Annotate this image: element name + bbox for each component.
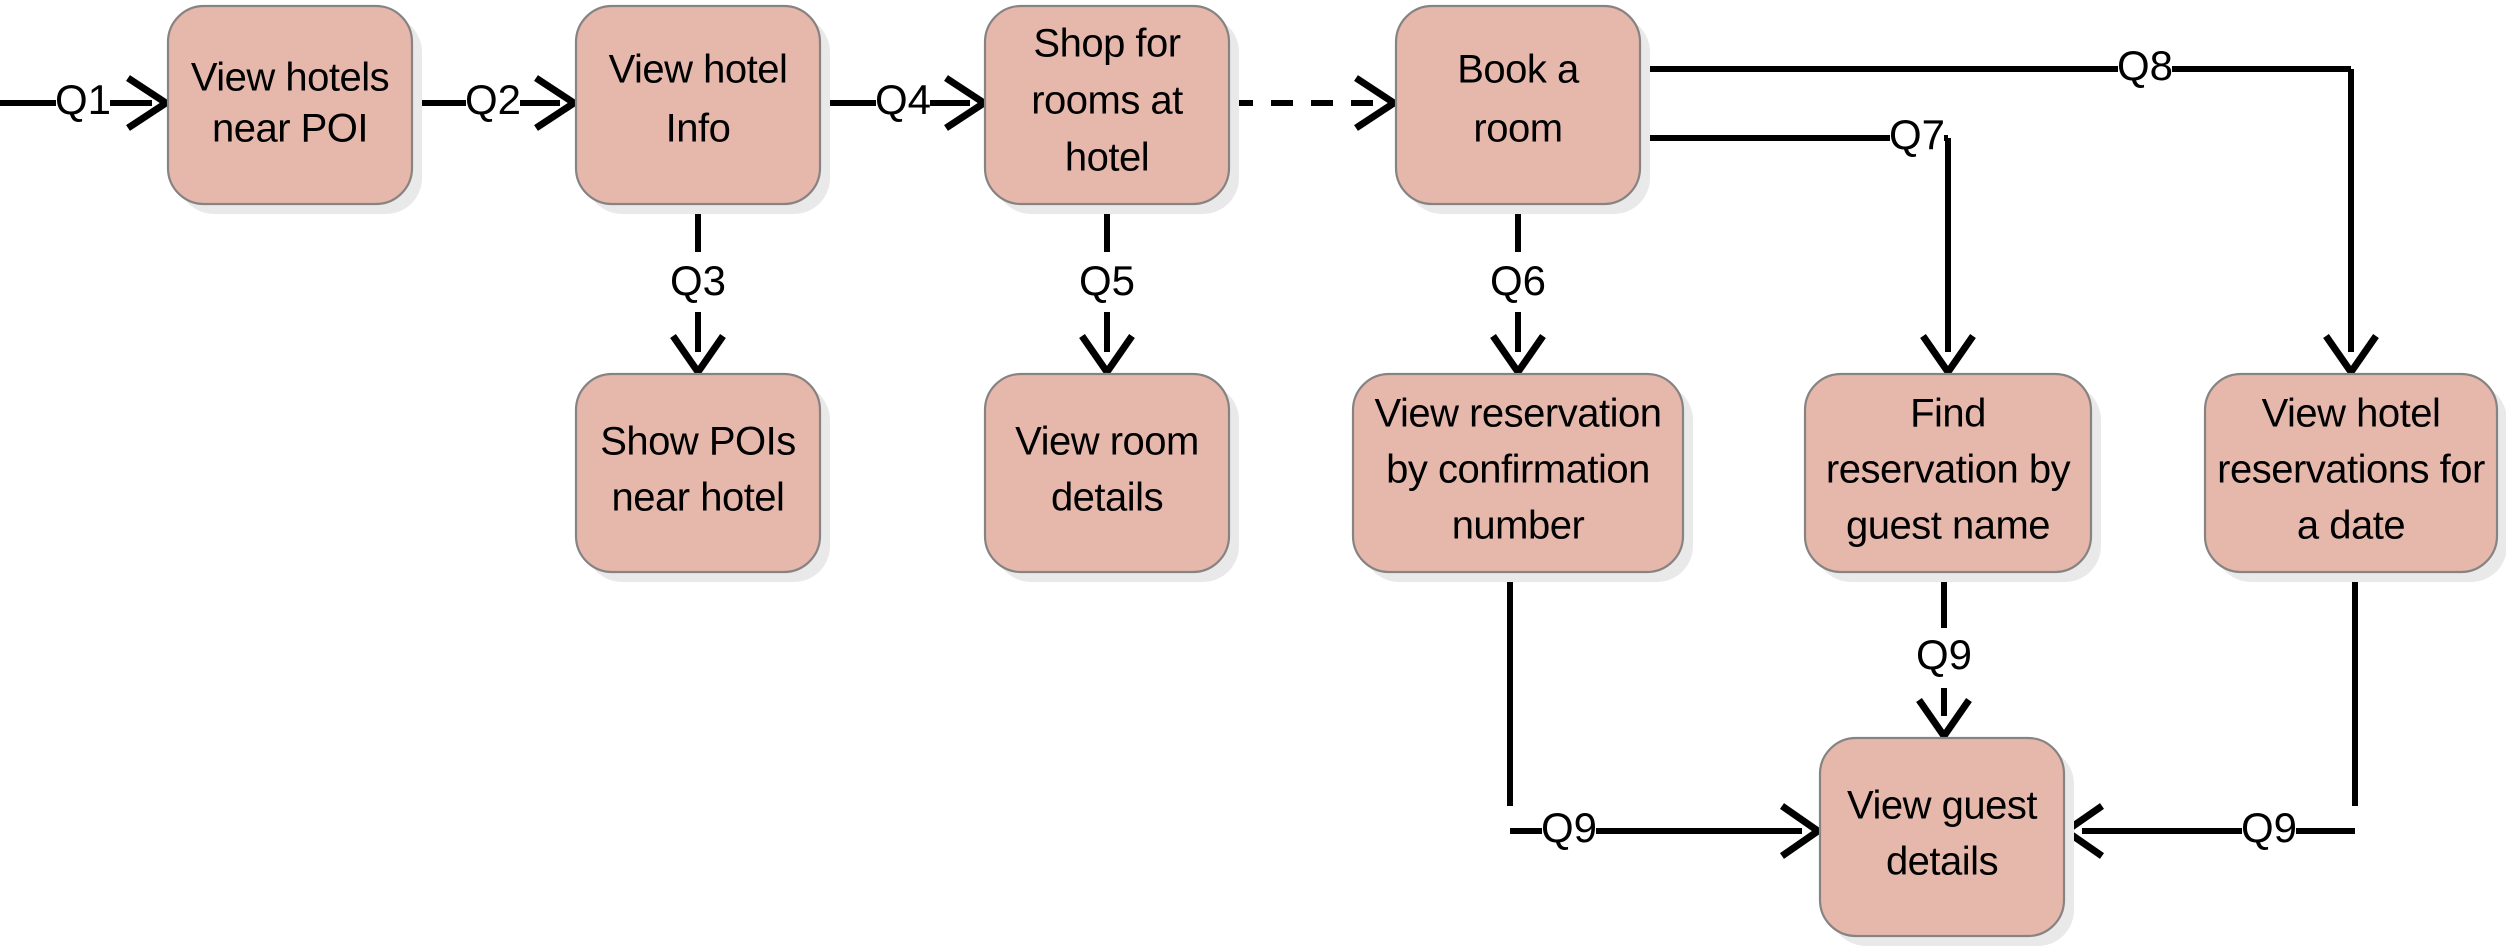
node-label-line: View hotel bbox=[2262, 392, 2441, 436]
edge-label-q9-mid: Q9 bbox=[1916, 631, 1972, 678]
node-label-line: a date bbox=[2297, 504, 2405, 548]
edge-label-q8: Q8 bbox=[2117, 42, 2173, 89]
edge-q9-left bbox=[1507, 574, 1825, 859]
node-label-line: near POI bbox=[212, 107, 368, 151]
edge-label-q9-left: Q9 bbox=[1541, 804, 1597, 851]
edge-label-q1: Q1 bbox=[55, 76, 111, 123]
edge-label-q9-right: Q9 bbox=[2241, 804, 2297, 851]
node-label-line: room bbox=[1473, 107, 1562, 151]
node-label-line: Info bbox=[666, 107, 731, 151]
node-label-line: Show POIs bbox=[600, 420, 796, 464]
edge-q8 bbox=[1640, 66, 2379, 379]
node-label-line: details bbox=[1886, 840, 1998, 884]
node-label-line: reservations for bbox=[2217, 448, 2485, 492]
node-label-line: Book a bbox=[1457, 48, 1580, 92]
node-label-line: View room bbox=[1015, 420, 1199, 464]
node-label-line: reservation by bbox=[1826, 448, 2071, 492]
node-book-a-room[interactable]: Book a room bbox=[1394, 4, 1650, 214]
node-label-line: by confirmation bbox=[1386, 448, 1650, 492]
node-label-line: View hotel bbox=[609, 48, 788, 92]
node-label-line: Shop for bbox=[1033, 22, 1180, 66]
node-view-hotels-near-poi[interactable]: View hotels near POI bbox=[166, 4, 422, 214]
node-label-line: View hotels bbox=[191, 56, 389, 100]
node-view-room-details[interactable]: View room details bbox=[983, 372, 1239, 582]
edge-q1 bbox=[0, 75, 173, 131]
edge-labels-layer: Q1 Q2 Q4 Q3 Q5 Q6 Q7 Q8 Q9 Q9 Q9 bbox=[55, 42, 2297, 851]
node-label-line: View reservation bbox=[1375, 392, 1662, 436]
edge-label-q3: Q3 bbox=[670, 257, 726, 304]
node-show-pois-near-hotel[interactable]: Show POIs near hotel bbox=[574, 372, 830, 582]
node-view-reservation-by-confirmation-number[interactable]: View reservation by confirmation number bbox=[1351, 372, 1693, 582]
node-label-line: number bbox=[1452, 504, 1585, 548]
node-label-line: guest name bbox=[1846, 504, 2050, 548]
edge-dashed-shop-to-book bbox=[1231, 75, 1401, 131]
edge-q9-mid bbox=[1916, 574, 1972, 743]
node-view-guest-details[interactable]: View guest details bbox=[1818, 736, 2074, 946]
node-label-line: Find bbox=[1910, 392, 1986, 436]
node-label-line: View guest bbox=[1847, 784, 2037, 828]
node-view-hotel-info[interactable]: View hotel Info bbox=[574, 4, 830, 214]
edge-q9-right bbox=[2059, 574, 2358, 859]
node-find-reservation-by-guest-name[interactable]: Find reservation by guest name bbox=[1803, 372, 2101, 582]
node-label-line: hotel bbox=[1065, 136, 1149, 180]
node-label-line: near hotel bbox=[612, 476, 785, 520]
edge-label-q6: Q6 bbox=[1490, 257, 1546, 304]
node-label-line: rooms at bbox=[1031, 79, 1183, 123]
node-shop-for-rooms-at-hotel[interactable]: Shop for rooms at hotel bbox=[983, 4, 1239, 214]
edge-q7 bbox=[1640, 135, 1976, 379]
edge-label-q7: Q7 bbox=[1889, 111, 1945, 158]
edge-label-q2: Q2 bbox=[465, 76, 521, 123]
node-label-line: details bbox=[1051, 476, 1163, 520]
node-view-hotel-reservations-for-a-date[interactable]: View hotel reservations for a date bbox=[2203, 372, 2506, 582]
edge-q2 bbox=[414, 75, 581, 131]
nodes-layer: View hotels near POI View hotel Info Sho… bbox=[166, 4, 2506, 946]
edge-label-q4: Q4 bbox=[875, 76, 931, 123]
edge-label-q5: Q5 bbox=[1079, 257, 1135, 304]
